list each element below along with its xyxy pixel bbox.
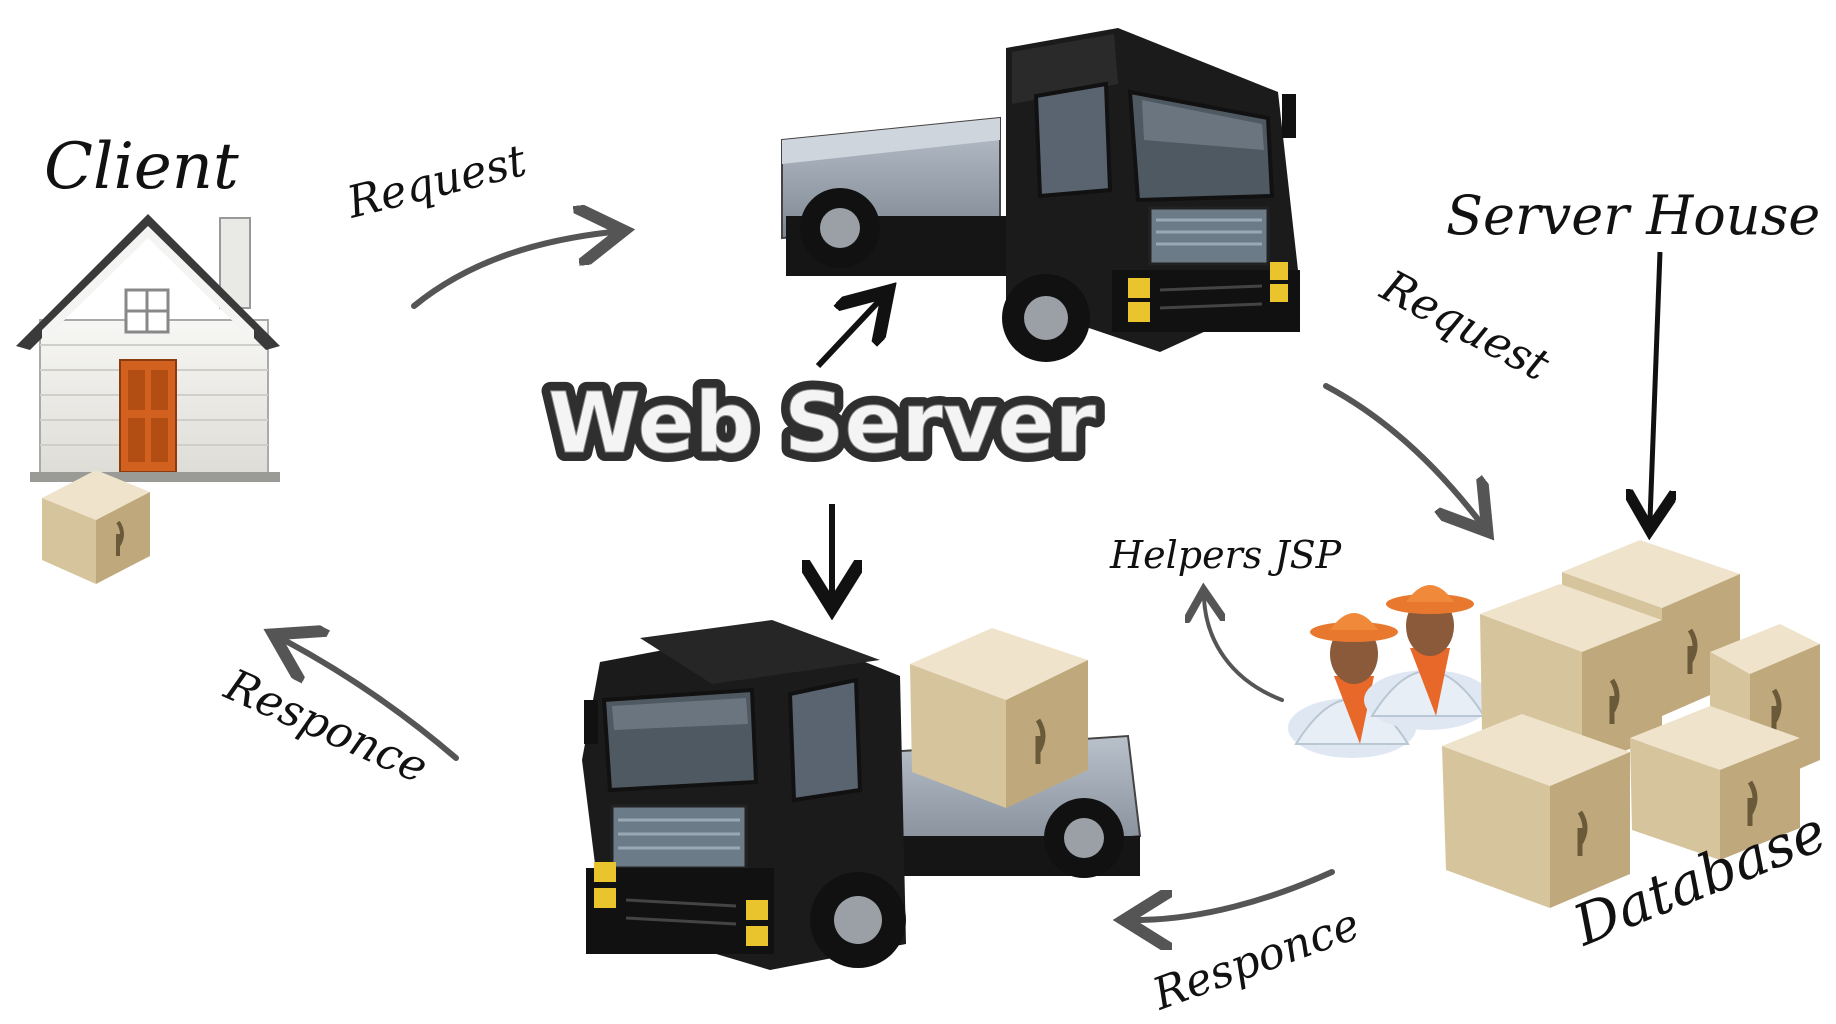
request-top-label: Request <box>341 135 531 229</box>
web-server-label-text: Web Server <box>548 374 1097 472</box>
truck-package-icon <box>910 628 1088 808</box>
arrow-webserver-to-database <box>1326 386 1480 522</box>
client-label: Client <box>44 130 239 204</box>
empty-truck-icon <box>782 28 1300 362</box>
helpers-jsp-label: Helpers JSP <box>1109 533 1343 577</box>
arrow-helpers-to-jsp <box>1204 598 1282 700</box>
helpers-workers-icon <box>1288 585 1492 758</box>
web-server-label: Web Server Web Server <box>548 374 1097 472</box>
request-right-label: Request <box>1372 260 1558 391</box>
client-package-icon <box>42 470 150 584</box>
server-house-label: Server House <box>1446 184 1820 247</box>
arrow-webserver-to-top-truck <box>818 300 880 366</box>
client-house-icon <box>16 214 280 482</box>
arrow-database-to-bottom-truck <box>1136 872 1332 920</box>
arrow-serverhouse-to-database <box>1650 252 1660 520</box>
response-left-label: Responce <box>217 659 435 794</box>
arrow-client-to-webserver <box>414 232 612 306</box>
